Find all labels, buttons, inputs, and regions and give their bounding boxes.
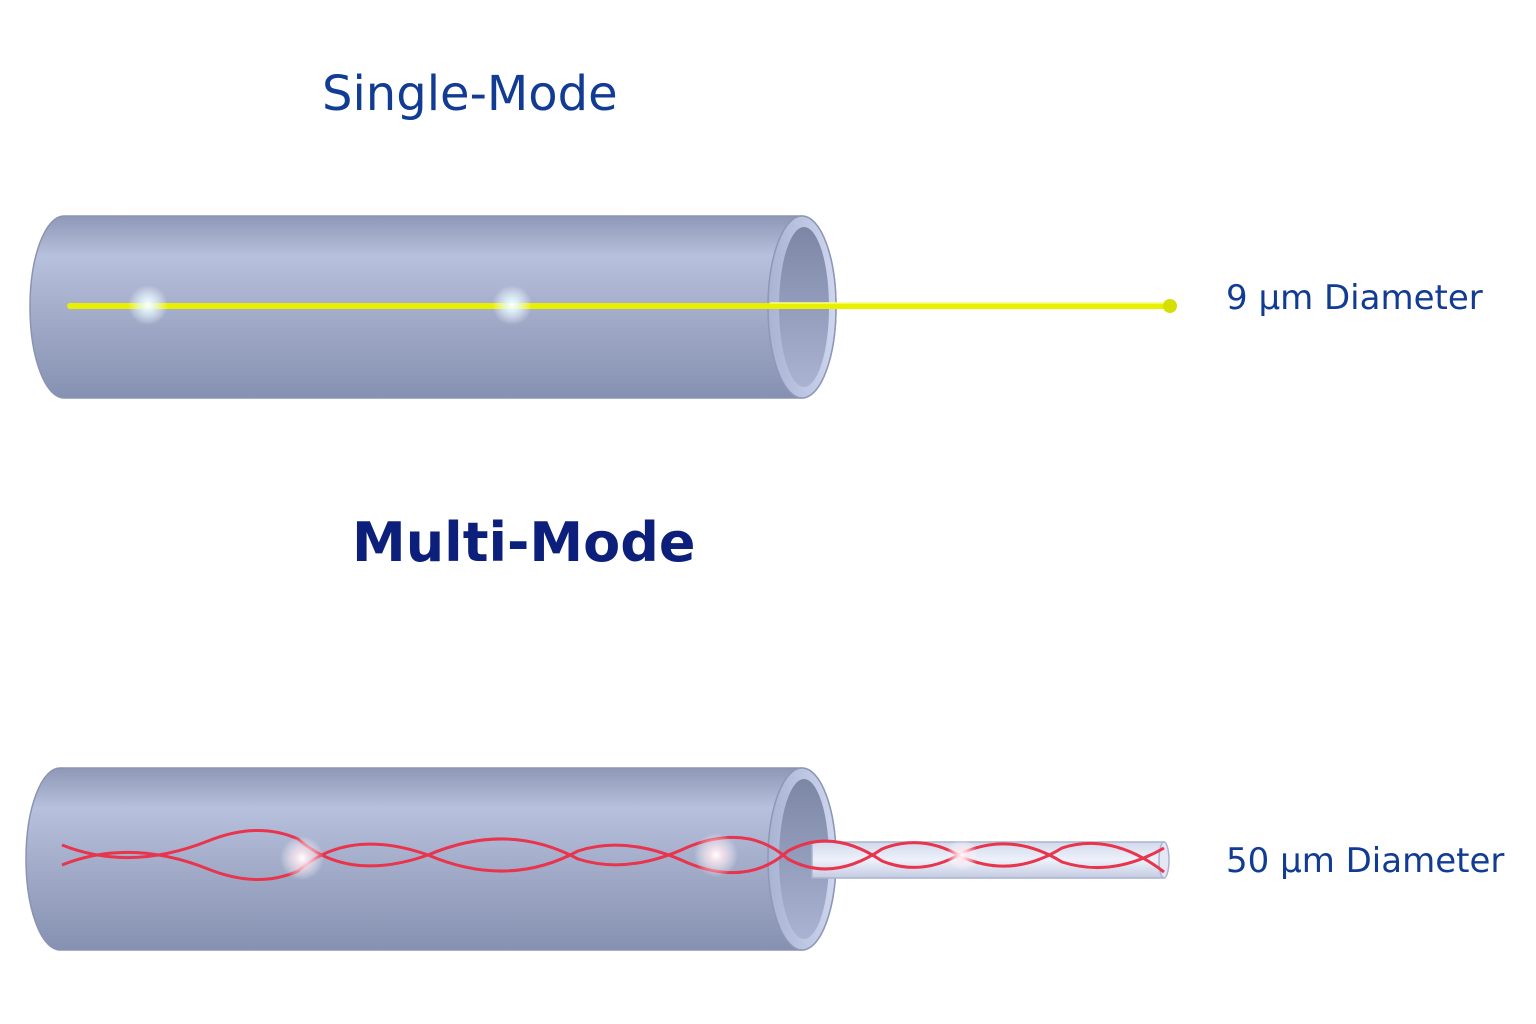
single-mode-glow-1 [128,285,168,325]
single-mode-title: Single-Mode [322,66,618,122]
multi-mode-core-end [1158,841,1170,879]
multi-mode-diameter-label: 50 μm Diameter [1226,841,1505,881]
multi-mode-glow-1 [280,836,324,880]
multi-mode-fiber [25,767,1170,951]
multi-mode-glow-2 [694,833,738,877]
single-mode-ray-end [1163,299,1177,313]
multi-mode-glow-3 [946,839,978,871]
multi-mode-title: Multi-Mode [352,511,696,574]
multi-mode-opening [779,779,829,939]
single-mode-diameter-label: 9 μm Diameter [1226,278,1483,318]
multi-mode-light-ray-2 [61,839,1165,881]
single-mode-glow-2 [492,285,532,325]
single-mode-fiber [29,215,1177,399]
